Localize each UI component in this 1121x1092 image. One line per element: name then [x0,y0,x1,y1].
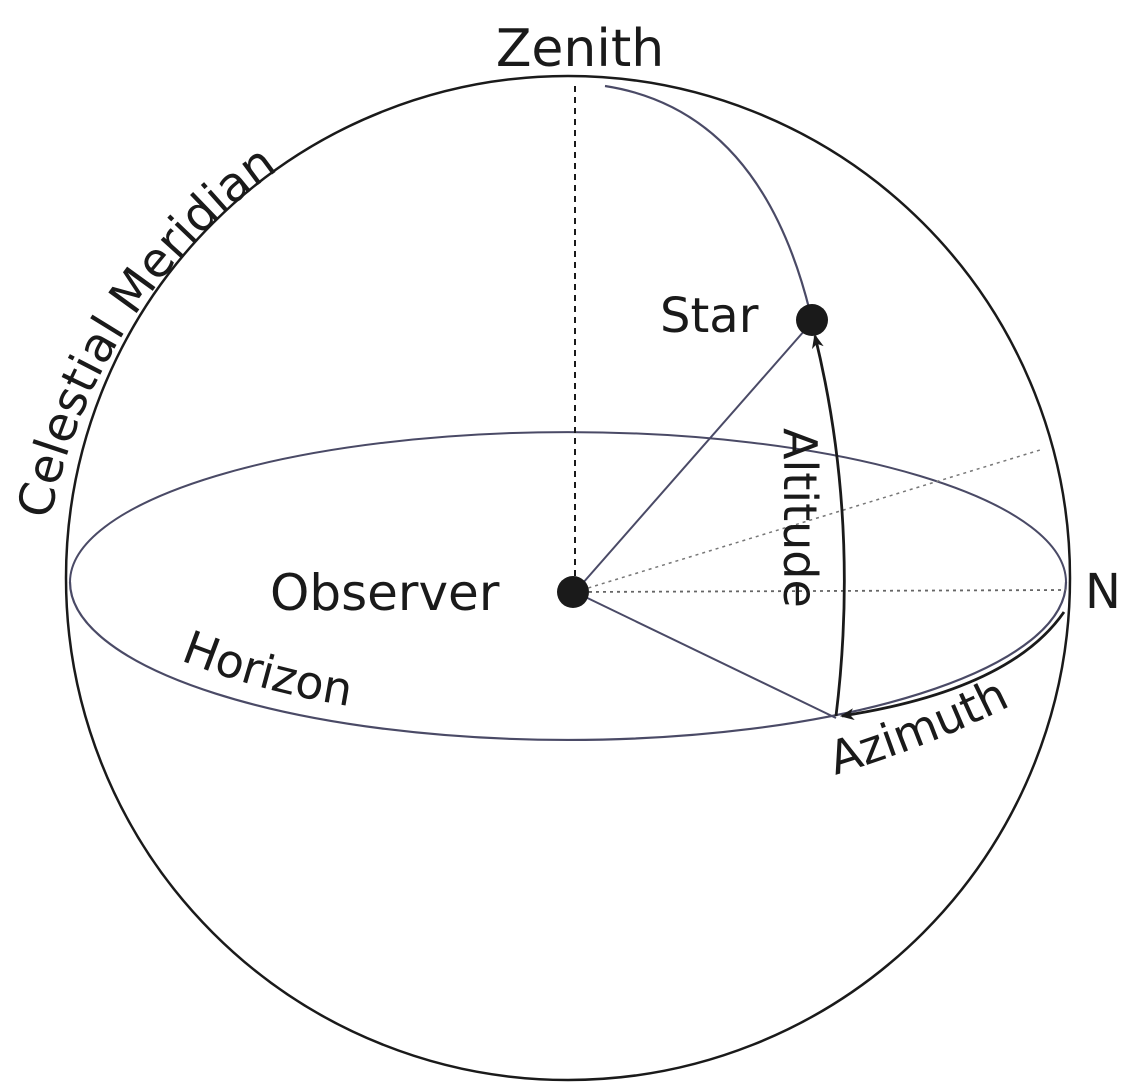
altitude-arc [812,334,846,717]
observer-foot-line [574,591,837,719]
star-label: Star [660,288,759,344]
zenith-label: Zenith [496,19,664,79]
horizon-label: Horizon [176,620,357,717]
azimuth-label: Azimuth [822,667,1016,786]
celestial-meridian-label: Celestial Meridian [7,134,286,523]
horizon-ellipse-front [68,581,1068,742]
vertical-circle-arc [604,84,812,313]
celestial-meridian-text: Celestial Meridian [7,134,286,523]
azimuth-arc [840,611,1066,721]
north-line [574,589,1067,593]
star-point [796,304,828,336]
horizon-text: Horizon [176,620,357,717]
horizon-ellipse-back [69,431,1067,583]
celestial-sphere [64,74,1072,1082]
observer-star-line [574,321,813,593]
altitude-label: Altitude [773,428,827,608]
north-label: N [1085,564,1121,620]
azimuth-text: Azimuth [822,667,1016,786]
observer-label: Observer [270,564,500,622]
observer-point [557,576,589,608]
